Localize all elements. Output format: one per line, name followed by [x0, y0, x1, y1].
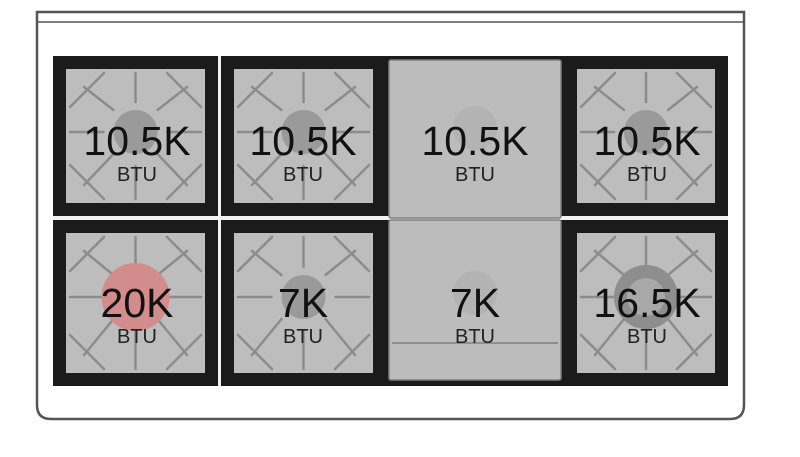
grate-tine	[666, 249, 699, 277]
grate-tine	[82, 85, 115, 112]
grate-corner	[333, 71, 371, 109]
burner-unit-top-center-left: BTU	[283, 164, 323, 186]
grate-tine	[593, 249, 626, 277]
cell-top-griddle	[388, 59, 562, 219]
burner-cap-high	[101, 263, 170, 331]
grate-tine	[250, 85, 283, 112]
grate-tine	[593, 317, 626, 357]
burner-value-top-center-left: 10.5K	[249, 118, 356, 164]
burner-unit-top-griddle: BTU	[455, 164, 495, 186]
burner-value-top-right: 10.5K	[593, 118, 700, 164]
grate-corner	[68, 333, 106, 371]
grate-corner	[236, 235, 274, 273]
cell-bottom-center-left	[234, 233, 373, 373]
burner-value-bottom-right: 16.5K	[593, 280, 700, 326]
grate-tine	[666, 85, 699, 112]
burner-cells	[66, 59, 715, 381]
burner-cap	[281, 110, 326, 154]
cell-bottom-left	[66, 233, 205, 373]
grate-tine	[593, 152, 626, 187]
grate-corner	[165, 333, 203, 371]
grate-tine	[82, 249, 115, 277]
grate-corner	[675, 71, 713, 109]
burner-labels: 10.5K BTU 10.5K BTU 10.5K BTU 10.5K BTU …	[83, 118, 700, 348]
grate-tine	[250, 249, 283, 277]
grate-divider-vertical-left	[218, 56, 221, 386]
grate-tine	[156, 152, 189, 187]
cell-top-right	[577, 69, 715, 203]
grate-corner	[236, 71, 274, 109]
grate-tine	[324, 317, 357, 357]
grate-tine	[156, 317, 189, 357]
grate-tine	[324, 152, 357, 187]
burner-cap	[113, 110, 158, 154]
burner-unit-bottom-griddle: BTU	[455, 326, 495, 348]
burner-cap-inner	[627, 278, 665, 316]
burner-unit-bottom-right: BTU	[627, 326, 667, 348]
grate-corner	[579, 333, 617, 371]
burner-value-bottom-center-left: 7K	[278, 280, 328, 326]
grate-tine	[250, 317, 283, 357]
grate-corner	[675, 235, 713, 273]
cell-bottom-griddle	[388, 219, 562, 381]
grate-tine	[156, 249, 189, 277]
grate-corner	[333, 333, 371, 371]
burner-value-top-griddle: 10.5K	[421, 118, 528, 164]
grate-tine	[324, 249, 357, 277]
cell-top-center-left	[234, 69, 373, 203]
grate-tine	[666, 152, 699, 187]
grate-corner	[68, 235, 106, 273]
burner-cap	[281, 275, 326, 319]
burner-value-top-left: 10.5K	[83, 118, 190, 164]
grate-tine	[156, 85, 189, 112]
grate-corner	[333, 163, 371, 201]
grate-tine	[82, 317, 115, 357]
grate-corner	[333, 235, 371, 273]
grate-tine	[250, 152, 283, 187]
grate-corner	[165, 163, 203, 201]
grate-corner	[675, 163, 713, 201]
grate-tine	[82, 152, 115, 187]
grate-corner	[579, 71, 617, 109]
grate-tine	[666, 317, 699, 357]
grate-corner	[579, 235, 617, 273]
griddle-burner-mark	[453, 106, 497, 150]
grate-corner	[165, 235, 203, 273]
grate-corner	[165, 71, 203, 109]
grate-corner	[236, 163, 274, 201]
grate-corner	[68, 71, 106, 109]
griddle-burner-mark	[453, 271, 497, 315]
burner-unit-top-right: BTU	[627, 164, 667, 186]
grate-corner	[68, 163, 106, 201]
cell-bottom-right	[577, 233, 715, 373]
burner-unit-top-left: BTU	[117, 164, 157, 186]
cell-top-left	[66, 69, 205, 203]
burner-cap	[624, 110, 668, 154]
burner-unit-bottom-center-left: BTU	[283, 326, 323, 348]
burner-value-bottom-left: 20K	[101, 280, 174, 326]
grate-corner	[675, 333, 713, 371]
grate-corner	[236, 333, 274, 371]
grate-tine	[593, 85, 626, 112]
grate-tine	[324, 85, 357, 112]
burner-unit-bottom-left: BTU	[117, 326, 157, 348]
grate-corner	[579, 163, 617, 201]
burner-value-bottom-griddle: 7K	[450, 280, 500, 326]
